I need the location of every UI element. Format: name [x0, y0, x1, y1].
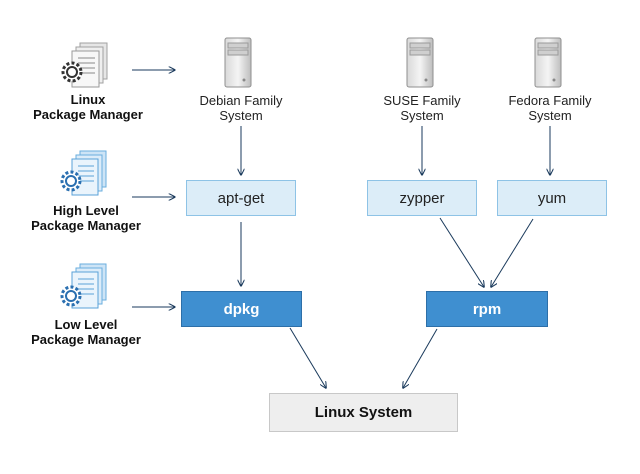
debian-line1: Debian Family: [199, 93, 283, 108]
linux-manager-line1: Linux: [70, 92, 106, 107]
low-level-line1: Low Level: [54, 317, 118, 332]
apt-get-box: apt-get: [186, 180, 296, 216]
linux-package-manager-label: Linux Package Manager: [18, 92, 158, 122]
suse-family-system-label: SUSE Family System: [362, 93, 482, 123]
debian-family-system-label: Debian Family System: [181, 93, 301, 123]
zypper-box: zypper: [367, 180, 477, 216]
debian-line2: System: [219, 108, 263, 123]
high-level-line1: High Level: [53, 203, 119, 218]
fedora-line2: System: [528, 108, 572, 123]
fedora-line1: Fedora Family: [508, 93, 592, 108]
suse-server-icon: [406, 37, 434, 88]
high-level-package-manager-label: High Level Package Manager: [16, 203, 156, 233]
debian-server-icon: [224, 37, 252, 88]
arrow-zypper-rpm: [439, 217, 484, 287]
fedora-family-system-label: Fedora Family System: [490, 93, 610, 123]
low-level-package-manager-label: Low Level Package Manager: [16, 317, 156, 347]
fedora-server-icon: [534, 37, 562, 88]
arrow-yum-rpm: [491, 218, 534, 287]
low-level-package-manager-icon: [60, 263, 107, 309]
linux-package-manager-icon: [61, 42, 108, 88]
high-level-package-manager-icon: [60, 150, 107, 196]
dpkg-box: dpkg: [181, 291, 302, 327]
arrow-rpm-linux: [403, 328, 438, 388]
suse-line1: SUSE Family: [383, 93, 461, 108]
rpm-box: rpm: [426, 291, 548, 327]
high-level-line2: Package Manager: [31, 218, 141, 233]
linux-system-box: Linux System: [269, 393, 458, 432]
suse-line2: System: [400, 108, 444, 123]
arrow-dpkg-linux: [289, 327, 326, 388]
low-level-line2: Package Manager: [31, 332, 141, 347]
linux-manager-line2: Package Manager: [33, 107, 143, 122]
yum-box: yum: [497, 180, 607, 216]
